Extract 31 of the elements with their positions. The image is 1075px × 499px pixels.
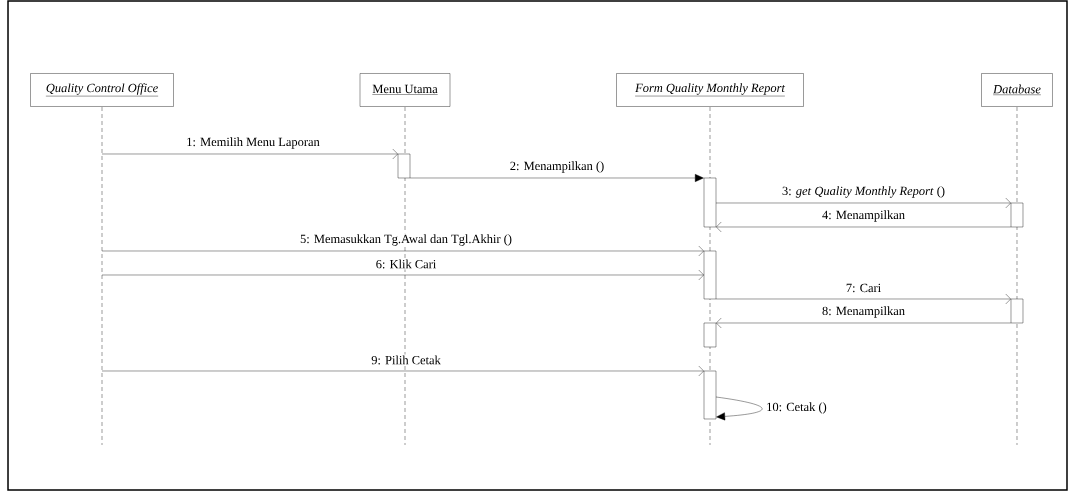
lifeline-head: Quality Control Office [30, 73, 174, 107]
activation-bar [1010, 298, 1024, 324]
message-label: 9: Pilih Cetak [370, 354, 442, 366]
message-arrow [716, 317, 1012, 329]
message-arrow [715, 293, 1011, 305]
message-arrow [101, 245, 704, 257]
message-label: 6: Klik Cari [374, 258, 438, 270]
activation-bar [703, 177, 717, 228]
lifeline-head: Form Quality Monthly Report [616, 73, 804, 107]
message-label: 3: get Quality Monthly Report () [781, 185, 946, 199]
self-message-arrow [715, 396, 763, 421]
activation-bar [1010, 202, 1024, 228]
message-label: 2: Menampilkan () [508, 160, 606, 174]
message-arrow [715, 197, 1011, 209]
message-arrow [101, 269, 704, 281]
activation-bar [703, 370, 717, 420]
message-label: 1: Memilih Menu Laporan [185, 136, 321, 150]
message-arrow [409, 174, 704, 182]
message-label: 10: Cetak () [765, 401, 828, 415]
activation-bar [703, 322, 717, 348]
message-label: 5: Memasukkan Tg.Awal dan Tgl.Akhir () [299, 233, 513, 247]
message-arrow [101, 148, 398, 160]
message-label: 7: Cari [844, 282, 883, 294]
activation-bar [703, 250, 717, 300]
lifeline-head: Menu Utama [359, 73, 451, 107]
message-label: 4: Menampilkan [821, 209, 906, 223]
lifeline-head: Database [981, 73, 1053, 107]
message-arrow [101, 365, 704, 377]
activation-bar [397, 153, 411, 179]
message-label: 8: Menampilkan [821, 305, 906, 319]
message-arrow [716, 221, 1012, 233]
